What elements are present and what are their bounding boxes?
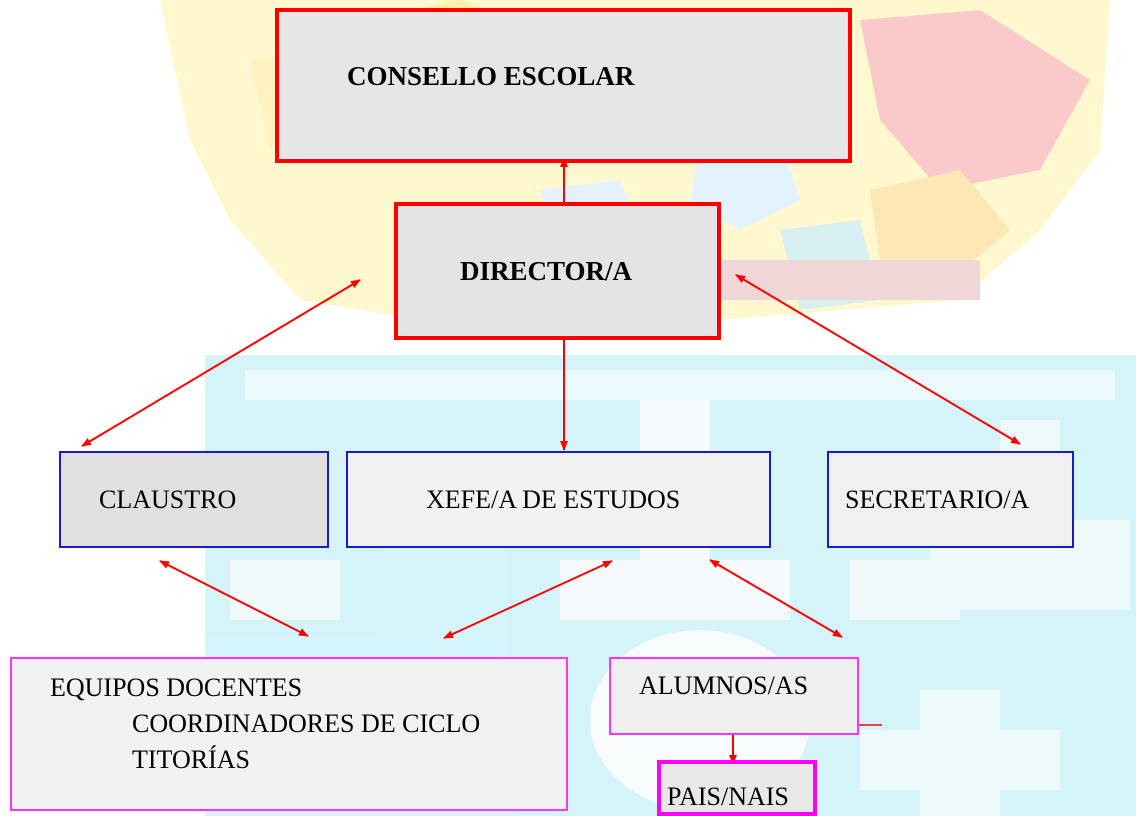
director-box: DIRECTOR/A xyxy=(394,202,721,340)
consello-escolar-label: CONSELLO ESCOLAR xyxy=(347,61,635,91)
pais-box: PAIS/NAIS xyxy=(657,760,817,816)
claustro-box: CLAUSTRO xyxy=(59,451,329,548)
alumnos-box: ALUMNOS/AS xyxy=(609,657,859,735)
coordinadores-label: COORDINADORES DE CICLO xyxy=(132,709,481,738)
director-label: DIRECTOR/A xyxy=(460,255,633,286)
xefe-de-estudos-box: XEFE/A DE ESTUDOS xyxy=(346,451,771,548)
consello-escolar-box: CONSELLO ESCOLAR xyxy=(275,8,852,163)
xefe-de-estudos-label: XEFE/A DE ESTUDOS xyxy=(426,484,681,514)
pais-label: PAIS/NAIS xyxy=(667,782,789,811)
secretario-label: SECRETARIO/A xyxy=(845,484,1030,514)
equipos-docentes-box: EQUIPOS DOCENTES COORDINADORES DE CICLO … xyxy=(10,657,568,811)
alumnos-label: ALUMNOS/AS xyxy=(639,671,809,700)
secretario-box: SECRETARIO/A xyxy=(827,451,1074,548)
equipos-docentes-label: EQUIPOS DOCENTES xyxy=(50,673,303,702)
claustro-label: CLAUSTRO xyxy=(99,484,237,514)
titorias-label: TITORÍAS xyxy=(132,745,250,774)
